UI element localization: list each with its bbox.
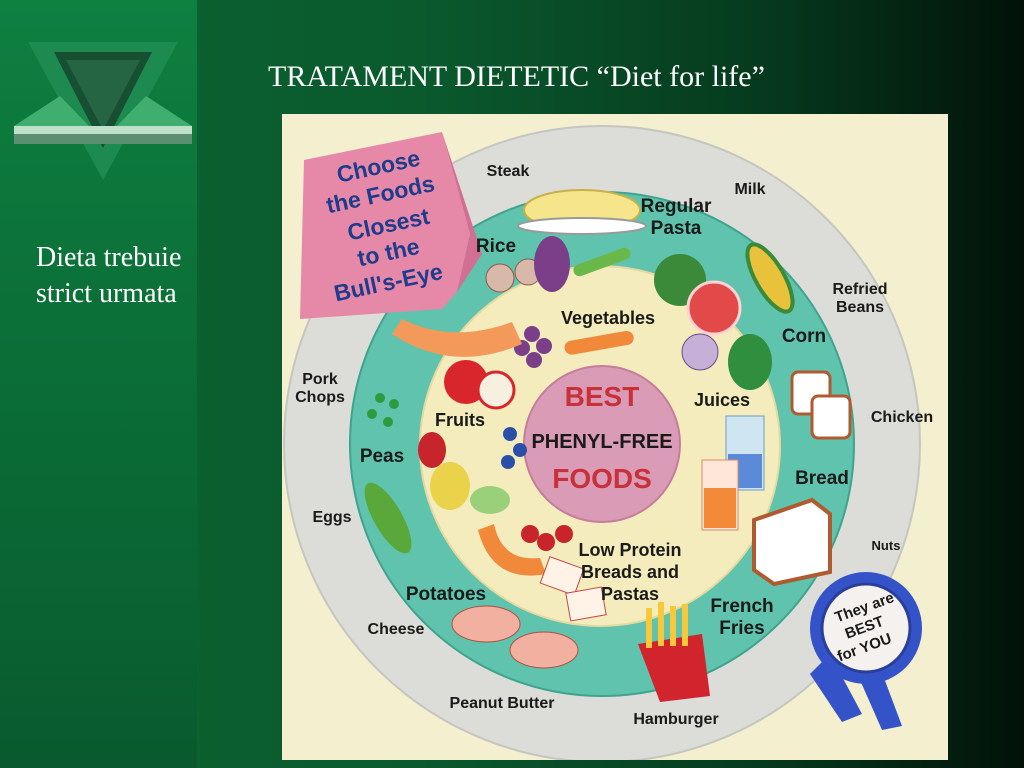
label-steak: Steak (487, 163, 530, 180)
center-best-text: BEST (565, 381, 640, 412)
cherries-icon (555, 525, 573, 543)
label-rice: Rice (476, 236, 516, 257)
center-foods-text: FOODS (552, 463, 652, 494)
label-pork-chops-1: Pork (302, 371, 338, 388)
best-for-you-ribbon: They are BEST for YOU (810, 572, 922, 730)
label-french-fries-2: Fries (719, 618, 764, 639)
fries-icon (682, 604, 688, 646)
label-hamburger: Hamburger (633, 711, 718, 728)
tomato-slice-icon (686, 280, 742, 336)
label-fruits: Fruits (435, 410, 485, 430)
fries-box-icon (638, 634, 710, 702)
label-eggs: Eggs (312, 509, 351, 526)
plate-icon (517, 217, 647, 235)
label-chicken: Chicken (871, 409, 933, 426)
label-peas: Peas (360, 446, 404, 467)
side-text-line-2: strict urmata (36, 278, 177, 309)
inner-ring-labels: Vegetables Fruits Juices Low Protein Bre… (435, 308, 750, 604)
label-low-protein-1: Low Protein (579, 540, 682, 560)
potato-slice-icon (509, 631, 579, 669)
pear-icon (430, 462, 470, 510)
eggplant-icon (534, 236, 570, 292)
bread-slice-icon (810, 394, 852, 440)
grapes-icon (526, 352, 542, 368)
pepper-icon (728, 334, 772, 390)
label-cheese: Cheese (368, 621, 425, 638)
apple-half-icon (476, 370, 516, 410)
label-milk: Milk (734, 181, 765, 198)
label-french-fries-1: French (710, 596, 773, 617)
food-illustrations (364, 189, 852, 702)
ribbon-center-icon (820, 582, 912, 674)
label-refried-beans-2: Beans (836, 299, 884, 316)
blueberries-icon (501, 455, 515, 469)
mushroom-icon (485, 263, 515, 293)
corn-icon (745, 242, 795, 314)
peas-icon (383, 417, 393, 427)
center-bullseye (523, 365, 681, 523)
outer-ring-labels: Steak Milk Refried Beans Chicken Nuts Ha… (295, 163, 933, 728)
label-pork-chops-2: Chops (295, 389, 345, 406)
cracker-icon (565, 586, 607, 622)
middle-ring-labels: Rice Regular Pasta Corn Bread French Fri… (312, 196, 848, 639)
label-corn: Corn (782, 326, 826, 347)
label-bread: Bread (795, 468, 849, 489)
orange-slice-icon (478, 524, 546, 576)
label-low-protein-2: Breads and (581, 562, 679, 582)
pea-pod-icon (364, 482, 412, 554)
center-text: BEST PHENYL-FREE FOODS (531, 381, 672, 494)
label-juices: Juices (694, 390, 750, 410)
turnip-icon (681, 333, 719, 371)
triangle-logo-icon (14, 42, 192, 180)
side-text-line-1: Dieta trebuie (36, 242, 182, 273)
label-vegetables: Vegetables (561, 308, 655, 328)
cracker-icon (539, 556, 585, 596)
bread-loaf-icon (752, 497, 832, 587)
choose-foods-arrow (300, 132, 482, 319)
food-bullseye-diagram: Choose the Foods Closest to the Bull's-E… (282, 114, 948, 760)
side-text: Dieta trebuie strict urmata (36, 240, 236, 312)
label-peanut-butter: Peanut Butter (450, 695, 555, 712)
center-phenyl-free-text: PHENYL-FREE (531, 431, 672, 453)
label-refried-beans-1: Refried (832, 281, 887, 298)
label-low-protein-3: Pastas (601, 584, 659, 604)
leek-icon (573, 247, 631, 277)
label-regular-pasta-1: Regular (641, 196, 712, 217)
potato-slice-icon (451, 605, 521, 643)
slide-title: TRATAMENT DIETETIC “Diet for life” (268, 60, 765, 93)
orange-juice-liquid-icon (704, 488, 736, 528)
strawberry-icon (418, 432, 446, 468)
label-potatoes: Potatoes (406, 584, 486, 605)
melon-slice-icon (392, 319, 522, 357)
label-nuts: Nuts (872, 538, 901, 553)
kiwi-icon (470, 486, 510, 514)
carrot-icon (564, 330, 634, 355)
label-regular-pasta-2: Pasta (651, 218, 702, 239)
